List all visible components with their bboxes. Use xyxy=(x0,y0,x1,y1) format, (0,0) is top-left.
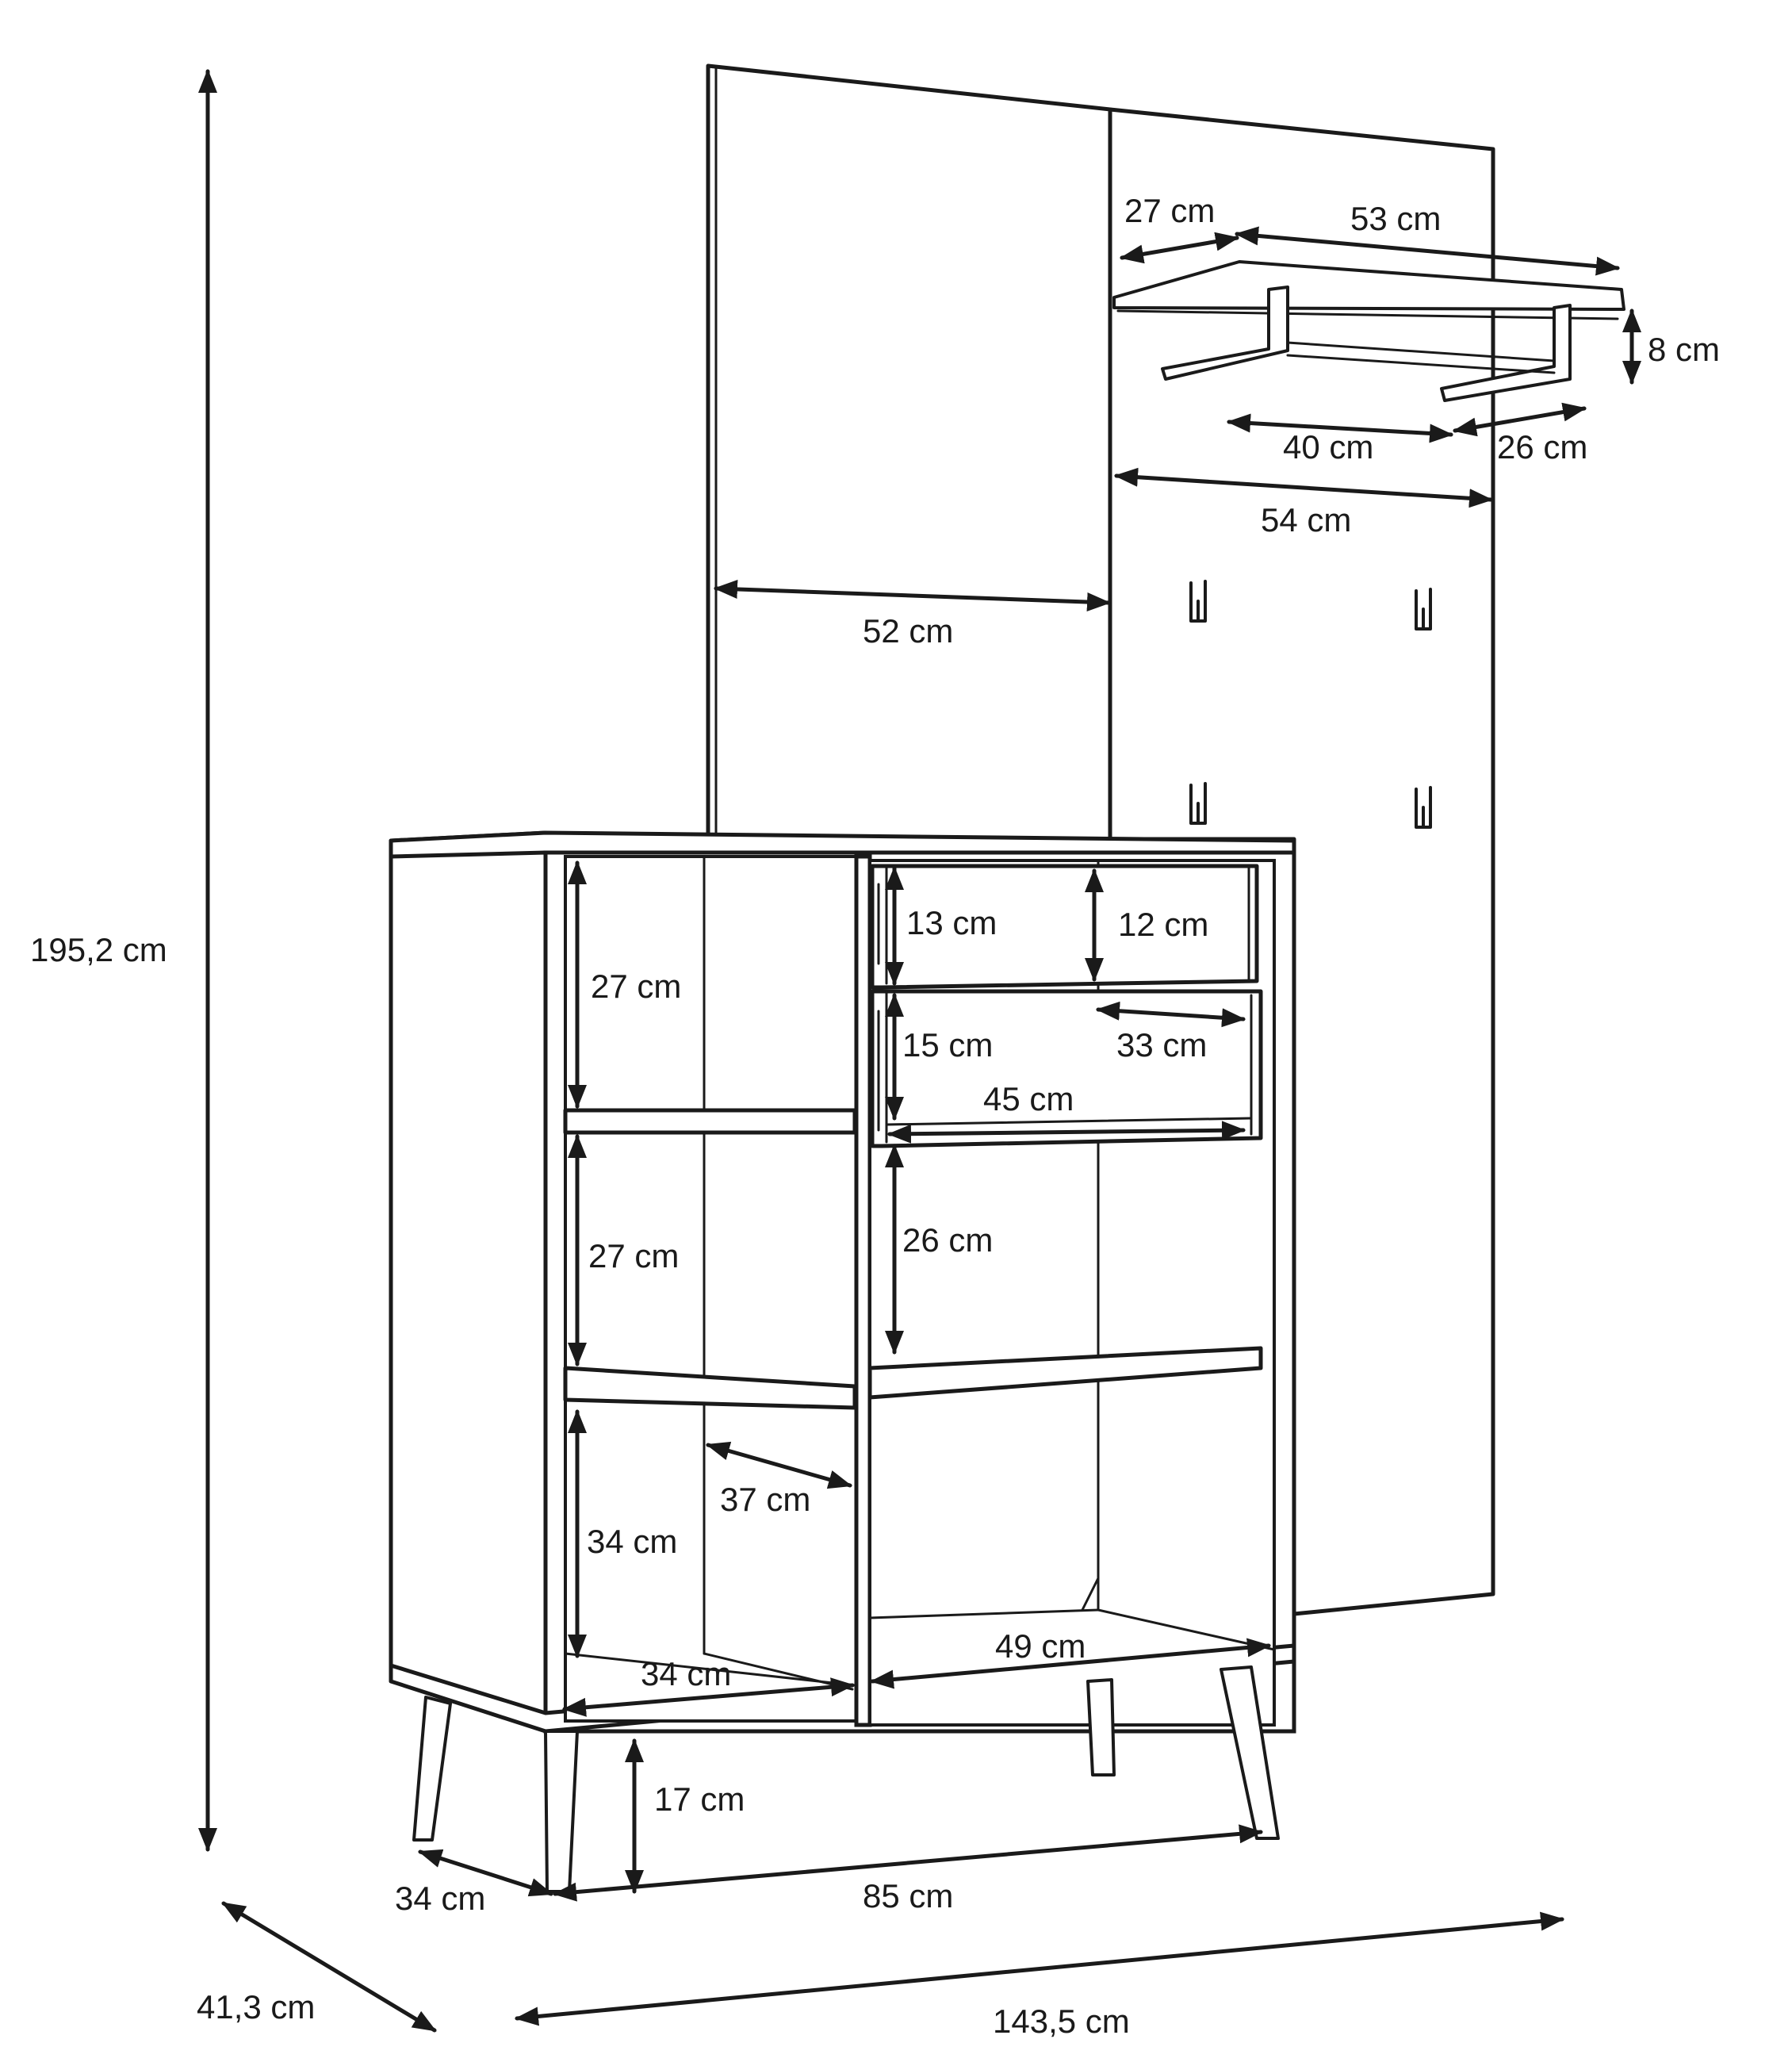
cabinet-side xyxy=(389,830,548,1734)
label-total-width: 143,5 cm xyxy=(993,2003,1130,2040)
label-cabinet-width: 85 cm xyxy=(863,1877,953,1914)
label-right-open-height: 26 cm xyxy=(902,1221,993,1259)
dim-drawer-width xyxy=(887,1121,1246,1144)
hook-icon xyxy=(1189,580,1207,623)
label-left-middle: 27 cm xyxy=(588,1237,679,1274)
cabinet xyxy=(389,830,1296,1734)
label-total-height: 195,2 cm xyxy=(30,931,167,968)
leg-back-left xyxy=(412,1696,452,1842)
dim-shelf-width xyxy=(1235,226,1620,276)
dim-bracket-depth xyxy=(1453,402,1587,437)
leg-front-left xyxy=(544,1730,579,1893)
label-total-depth: 41,3 cm xyxy=(197,1988,315,2026)
dim-bracket-span xyxy=(1227,413,1453,443)
label-right-panel-width: 54 cm xyxy=(1261,501,1351,538)
dimension-lines xyxy=(198,69,1641,2033)
dim-right-panel-width xyxy=(1114,467,1493,508)
dim-right-width xyxy=(870,1638,1271,1689)
shelf-bracket-left xyxy=(1161,286,1289,381)
hook-icon xyxy=(1189,782,1207,825)
dim-left-depth xyxy=(706,1441,852,1489)
dim-cabinet-width xyxy=(553,1824,1263,1902)
label-cabinet-depth: 34 cm xyxy=(395,1880,485,1917)
label-shelf-width: 53 cm xyxy=(1350,200,1441,237)
dim-left-panel-width xyxy=(714,579,1111,612)
dim-total-depth xyxy=(221,1901,437,2033)
label-shelf-height: 8 cm xyxy=(1648,331,1720,368)
label-right-width: 49 cm xyxy=(995,1627,1086,1665)
label-left-bottom: 34 cm xyxy=(587,1523,677,1560)
label-leg-height: 17 cm xyxy=(654,1780,745,1818)
label-drawer-width: 45 cm xyxy=(983,1080,1074,1117)
hook-icon xyxy=(1415,588,1432,630)
label-drawer-bottom-outer: 15 cm xyxy=(902,1026,993,1064)
leg-back-right xyxy=(1086,1678,1116,1776)
dim-left-width xyxy=(562,1677,855,1717)
dim-shelf-depth xyxy=(1120,232,1239,264)
dimension-labels: 195,2 cm 41,3 cm 143,5 cm 27 cm 53 cm 8 … xyxy=(30,192,1720,2040)
label-bracket-span: 40 cm xyxy=(1283,428,1373,466)
left-wall-panel xyxy=(706,63,1112,841)
dim-cabinet-depth xyxy=(418,1849,553,1897)
right-shelf xyxy=(867,1346,1263,1400)
label-drawer-top-inner: 12 cm xyxy=(1118,906,1208,943)
label-left-depth: 37 cm xyxy=(720,1481,810,1518)
label-shelf-depth: 27 cm xyxy=(1124,192,1215,229)
cabinet-divider xyxy=(854,854,872,1727)
label-left-width: 34 cm xyxy=(641,1655,731,1692)
left-shelf-upper xyxy=(563,1108,857,1135)
label-drawer-inner-depth: 33 cm xyxy=(1116,1026,1207,1064)
dim-total-width xyxy=(515,1911,1564,2026)
shelf-bracket-right xyxy=(1440,304,1572,402)
dim-drawer-inner-depth xyxy=(1096,1001,1246,1028)
label-bracket-depth: 26 cm xyxy=(1497,428,1587,466)
label-drawer-top-outer: 13 cm xyxy=(906,904,997,941)
hook-icon xyxy=(1415,786,1432,829)
label-left-top: 27 cm xyxy=(591,968,681,1005)
label-left-panel-width: 52 cm xyxy=(863,612,953,650)
coat-hooks xyxy=(1189,580,1432,829)
